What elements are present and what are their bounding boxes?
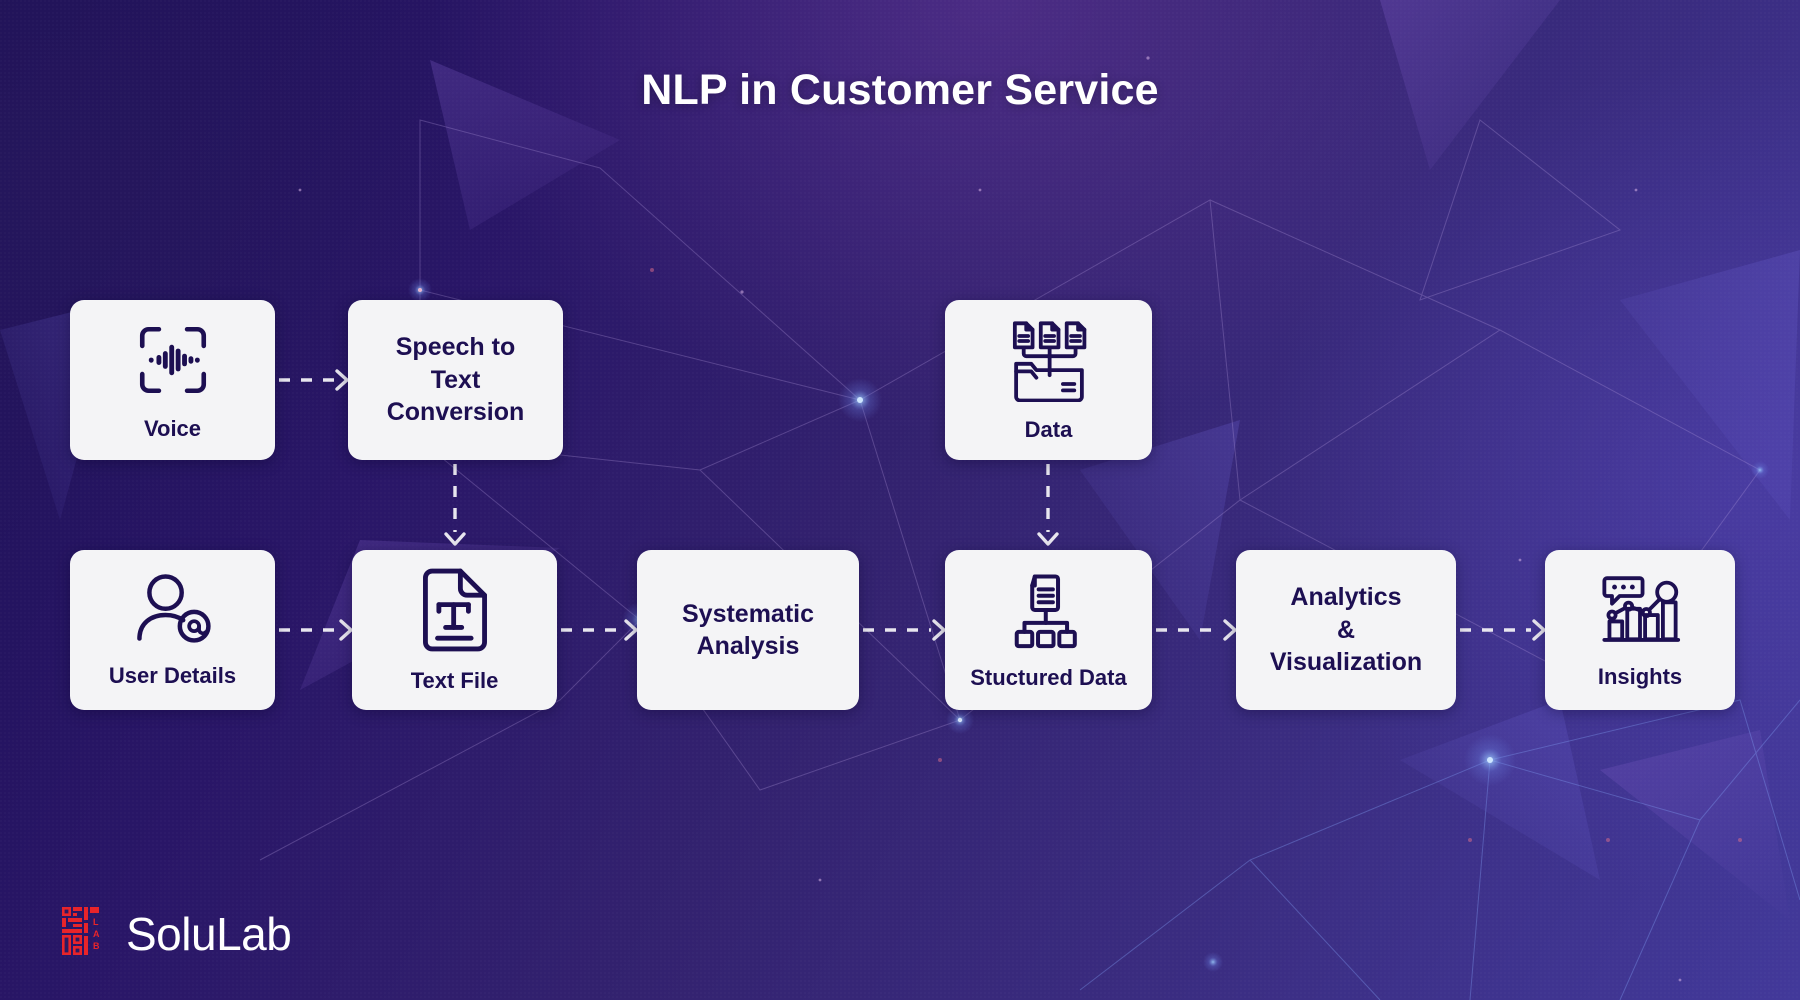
flow-card-label: User Details [108,662,237,688]
flow-card-user-details[interactable]: User Details [70,550,275,710]
flow-card-label: Analytics & Visualization [1269,583,1423,677]
flow-card-data[interactable]: Data [945,300,1152,460]
flow-card-insights[interactable]: Insights [1545,550,1735,710]
flow-card-voice[interactable]: Voice [70,300,275,460]
voice-scan-icon [132,319,214,406]
solulab-logo-mark: L A B [60,905,112,962]
flow-card-systematic-analysis[interactable]: Systematic Analysis [637,550,859,710]
flow-card-text-file[interactable]: Text File [352,550,557,710]
svg-text:A: A [93,929,100,939]
flow-card-label: Speech to Text Conversion [386,333,525,427]
structured-data-icon [1010,570,1088,655]
svg-text:B: B [93,941,100,951]
flow-card-label: Stuctured Data [970,664,1127,690]
user-at-icon [132,572,214,653]
text-file-icon [417,567,493,658]
solulab-logo[interactable]: L A B SoluLab [60,905,292,962]
svg-text:L: L [93,917,99,927]
flow-card-label: Voice [143,415,202,441]
flow-card-analytics-visualization[interactable]: Analytics & Visualization [1236,550,1456,710]
flow-card-label: Insights [1597,663,1683,689]
flow-card-label: Data [1024,416,1073,442]
solulab-wordmark: SoluLab [126,907,292,960]
flow-card-structured-data[interactable]: Stuctured Data [945,550,1152,710]
documents-folder-icon [1006,318,1092,407]
page-title: NLP in Customer Service [641,66,1159,114]
flow-card-speech-to-text[interactable]: Speech to Text Conversion [348,300,563,460]
flow-card-label: Systematic Analysis [681,599,815,661]
flow-card-label: Text File [410,667,499,693]
insights-chart-icon [1598,571,1682,654]
